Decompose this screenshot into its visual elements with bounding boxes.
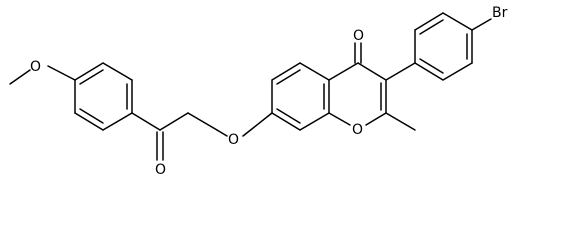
ether-linkage <box>242 112 273 137</box>
ether-oxygen-label: O <box>228 132 239 148</box>
bromine-label: Br <box>492 5 508 21</box>
bromophenyl-ring <box>385 12 492 81</box>
methoxy-oxygen-label: O <box>30 59 41 75</box>
methyl-group <box>385 112 416 131</box>
acyl-linker <box>131 112 228 161</box>
pyranone-ring <box>328 62 387 126</box>
chromone-benzo-ring <box>271 62 330 131</box>
methoxyphenyl-ring <box>74 62 133 131</box>
carbonyl-oxygen-label: O <box>353 28 364 44</box>
carbonyl-group <box>354 42 362 64</box>
ketone-oxygen-label: O <box>155 162 166 178</box>
ring-oxygen-label: O <box>352 122 363 138</box>
methoxy-group <box>9 65 76 85</box>
molecule-diagram: O O O O O Br <box>9 5 508 178</box>
structure-canvas: O O O O O Br <box>9 5 508 178</box>
